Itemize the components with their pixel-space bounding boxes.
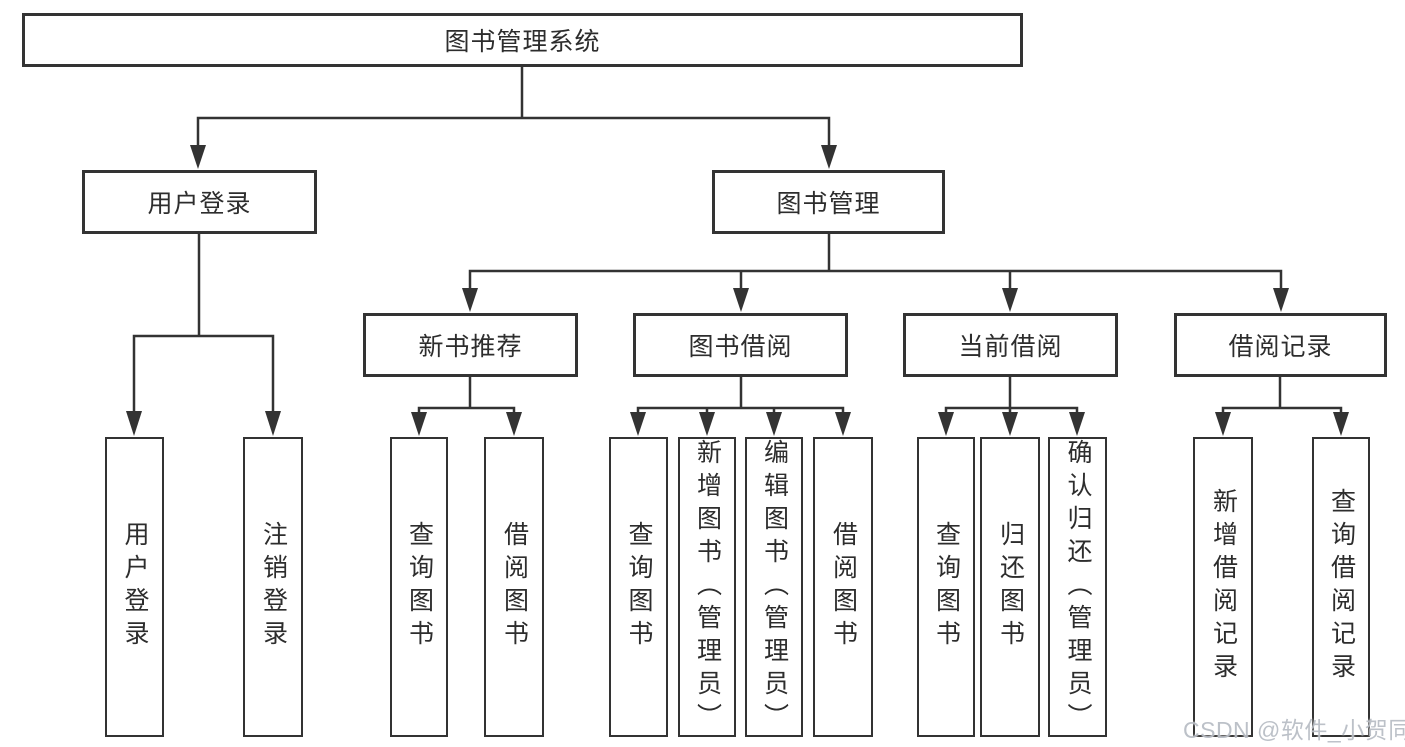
node-label: 用户登录 bbox=[147, 190, 252, 218]
leaf-label: 查询图书 bbox=[932, 521, 961, 653]
leaf-label: 新增借阅记录 bbox=[1209, 488, 1238, 686]
connector-bookmgmt-level3 bbox=[468, 234, 1283, 292]
leaf-label: 归还图书 bbox=[996, 521, 1025, 653]
connector-userlogin-leaves bbox=[132, 234, 275, 416]
leaf-query-borrow-record: 查询借阅记录 bbox=[1312, 437, 1370, 737]
connector-currentborrow-leaves bbox=[944, 377, 1079, 418]
node-user-login: 用户登录 bbox=[82, 170, 317, 234]
leaf-query-books-borrow: 查询图书 bbox=[609, 437, 668, 737]
leaf-edit-books-admin: 编辑图书（管理员） bbox=[745, 437, 803, 737]
leaf-borrow-books: 借阅图书 bbox=[813, 437, 873, 737]
node-label: 图书管理系统 bbox=[444, 28, 601, 56]
leaf-label: 编辑图书（管理员） bbox=[760, 438, 789, 736]
arrowheads bbox=[126, 145, 1349, 436]
node-label: 新书推荐 bbox=[418, 333, 523, 361]
node-borrow-records: 借阅记录 bbox=[1174, 313, 1387, 377]
node-current-borrow: 当前借阅 bbox=[903, 313, 1118, 377]
connector-borrowrecords-leaves bbox=[1221, 377, 1343, 418]
connector-root-level2 bbox=[196, 67, 831, 150]
connector-newbook-leaves bbox=[417, 377, 516, 418]
leaf-label: 注销登录 bbox=[259, 521, 288, 653]
leaf-query-books-current: 查询图书 bbox=[917, 437, 975, 737]
node-book-management: 图书管理 bbox=[712, 170, 945, 234]
connector-bookborrow-leaves bbox=[636, 377, 845, 418]
leaf-label: 用户登录 bbox=[121, 521, 149, 653]
leaf-label: 借阅图书 bbox=[829, 521, 858, 653]
csdn-watermark: CSDN @软件_小贺同学 bbox=[1183, 717, 1405, 743]
leaf-query-books-recommend: 查询图书 bbox=[390, 437, 448, 737]
leaf-label: 新增图书（管理员） bbox=[693, 438, 722, 736]
leaf-borrow-books-recommend: 借阅图书 bbox=[484, 437, 544, 737]
leaf-label: 查询图书 bbox=[405, 521, 434, 653]
leaf-add-borrow-record: 新增借阅记录 bbox=[1193, 437, 1253, 737]
leaf-label: 查询借阅记录 bbox=[1327, 488, 1356, 686]
leaf-return-books: 归还图书 bbox=[980, 437, 1040, 737]
node-library-management-system: 图书管理系统 bbox=[22, 13, 1023, 67]
node-new-book-recommend: 新书推荐 bbox=[363, 313, 578, 377]
leaf-logout-login: 注销登录 bbox=[243, 437, 303, 737]
leaf-confirm-return-admin: 确认归还（管理员） bbox=[1048, 437, 1107, 737]
node-label: 借阅记录 bbox=[1228, 333, 1333, 361]
node-label: 图书管理 bbox=[776, 190, 881, 218]
leaf-add-books-admin: 新增图书（管理员） bbox=[678, 437, 736, 737]
leaf-user-login: 用户登录 bbox=[105, 437, 164, 737]
node-label: 图书借阅 bbox=[688, 333, 793, 361]
leaf-label: 借阅图书 bbox=[500, 521, 529, 653]
leaf-label: 查询图书 bbox=[625, 521, 653, 653]
leaf-label: 确认归还（管理员） bbox=[1064, 438, 1092, 736]
node-book-borrow: 图书借阅 bbox=[633, 313, 848, 377]
node-label: 当前借阅 bbox=[958, 333, 1063, 361]
